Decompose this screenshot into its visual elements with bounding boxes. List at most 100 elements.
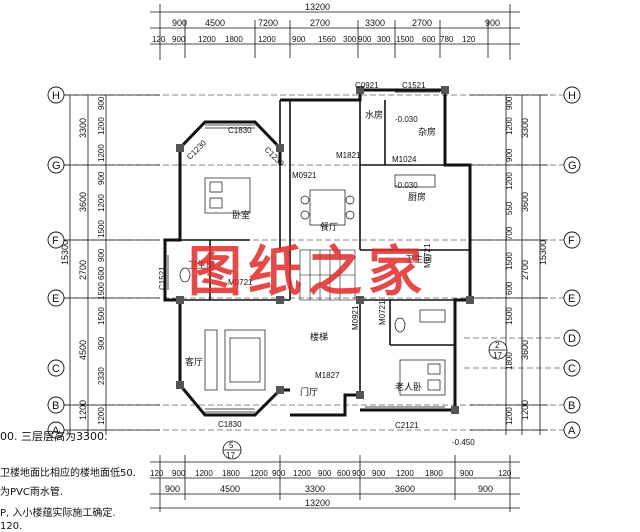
- label-m1827: M1827: [315, 371, 340, 380]
- section-mark-17b: 17: [226, 451, 235, 460]
- left-fine-2: 1200: [97, 117, 106, 135]
- left-dim-4: 4500: [78, 340, 88, 360]
- top-fine-11: 1500: [396, 35, 414, 44]
- section-marks: [222, 340, 508, 460]
- top-dim-5: 3300: [365, 18, 385, 28]
- right-dim-1: 3300: [520, 118, 530, 138]
- top-fine-14: 120: [462, 35, 476, 44]
- axis-bubbles-left: [47, 86, 65, 439]
- top-dim-4: 2700: [310, 18, 330, 28]
- stair: [299, 249, 356, 301]
- top-fine-6: 900: [292, 35, 306, 44]
- top-dim-6: 2700: [412, 18, 432, 28]
- room-water-label: 水房: [365, 109, 383, 121]
- bottom-fine-1: 120: [150, 469, 164, 478]
- left-dim-2: 3600: [78, 192, 88, 212]
- section-mark-17: 17: [493, 351, 502, 360]
- room-storage-label: 杂房: [418, 126, 436, 138]
- right-fine-7: 1500: [505, 252, 514, 270]
- label-level-3: -0.450: [452, 438, 475, 447]
- axis-label-a-left: A: [52, 425, 60, 437]
- bottom-fine-3: 1200: [195, 469, 213, 478]
- note-line-1: 00. 三层层高为3300.: [0, 430, 108, 443]
- label-c1521: C1521: [402, 81, 426, 90]
- bottom-dim-3: 3300: [305, 484, 325, 494]
- axis-label-h-right: H: [568, 90, 576, 102]
- bottom-dim-5: 900: [478, 484, 493, 494]
- label-m1024: M1024: [392, 155, 417, 164]
- right-fine-9: 1500: [505, 307, 514, 325]
- left-fine-1: 900: [97, 96, 106, 110]
- axis-label-e-left: E: [52, 293, 59, 305]
- right-fine-10: 1800: [505, 352, 514, 370]
- note-line-3: 为PVC雨水管.: [0, 487, 64, 498]
- left-dimension-lines: [62, 94, 160, 435]
- section-mark-2: 2: [495, 341, 500, 350]
- left-dim-5: 1200: [78, 400, 88, 420]
- left-fine-11: 900: [97, 336, 106, 350]
- label-m0921: M0921: [292, 171, 317, 180]
- right-fine-2: 1200: [505, 117, 514, 135]
- label-c1830-top: C1830: [228, 126, 252, 135]
- bottom-fine-9: 600: [337, 469, 351, 478]
- left-fine-10: 1500: [97, 307, 106, 325]
- top-fine-8: 300: [343, 35, 357, 44]
- right-overall-dim: 15300: [538, 240, 548, 265]
- top-dim-7: 900: [485, 18, 500, 28]
- bottom-fine-4: 1800: [222, 469, 240, 478]
- right-fine-5: 550: [505, 201, 514, 215]
- axis-label-c-right: C: [568, 363, 576, 375]
- note-line-5: 120.: [0, 521, 23, 532]
- label-m1821: M1821: [336, 151, 361, 160]
- axis-label-f-right: F: [568, 235, 575, 247]
- axis-label-b-left: B: [52, 400, 59, 412]
- label-level-2: -0.030: [395, 181, 418, 190]
- bottom-dim-4: 3600: [395, 484, 415, 494]
- bottom-fine-6: 900: [272, 469, 286, 478]
- interior-walls: [180, 100, 470, 395]
- right-fine-8: 600: [505, 281, 514, 295]
- top-dimension-lines: [150, 4, 520, 60]
- top-fine-3: 1200: [198, 35, 216, 44]
- label-m0721: M0721: [228, 278, 253, 287]
- label-c2121: C2121: [395, 421, 419, 430]
- bottom-fine-14: 900: [460, 469, 474, 478]
- notes-block: 00. 三层层高为3300. 卫楼地面比相应的楼地面低50. 为PVC雨水管. …: [0, 428, 150, 532]
- top-dim-1: 900: [172, 18, 187, 28]
- top-dim-2: 4500: [205, 18, 225, 28]
- right-fine-6: 700: [505, 226, 514, 240]
- left-dim-3: 2700: [78, 260, 88, 280]
- bottom-dim-2: 4500: [220, 484, 240, 494]
- top-overall-dim: 13200: [305, 2, 330, 12]
- label-m0721-b: M0721: [378, 300, 387, 325]
- bottom-dimension-lines: [150, 455, 520, 512]
- right-dim-3: 2700: [520, 260, 530, 280]
- label-c1230-a: C1230: [185, 138, 208, 161]
- right-dim-4: 3600: [520, 340, 530, 360]
- label-c1830-bottom: C1830: [218, 420, 242, 429]
- bottom-fine-13: 1800: [425, 469, 443, 478]
- furniture: [179, 174, 446, 396]
- bottom-dim-1: 900: [165, 484, 180, 494]
- right-dim-5: 1200: [520, 400, 530, 420]
- right-fine-1: 900: [505, 96, 514, 110]
- top-fine-1: 120: [152, 35, 166, 44]
- bottom-fine-2: 900: [172, 469, 186, 478]
- section-mark-5: 5: [229, 441, 234, 450]
- room-elder-label: 老人卧: [395, 381, 422, 393]
- room-bath-left-label: 卫生间: [188, 259, 215, 271]
- right-fine-3: 900: [505, 148, 514, 162]
- note-line-2: 卫楼地面比相应的楼地面低50.: [0, 468, 136, 479]
- left-fine-7: 900: [97, 248, 106, 262]
- bottom-fine-11: 900: [372, 469, 386, 478]
- axis-label-b-right: B: [568, 400, 575, 412]
- axis-label-g-left: G: [52, 160, 61, 172]
- top-fine-12: 600: [422, 35, 436, 44]
- bottom-fine-8: 900: [318, 469, 332, 478]
- label-c1521-left: C1521: [158, 266, 167, 290]
- right-fine-11: 1200: [505, 407, 514, 425]
- room-kitchen-label: 厨房: [408, 191, 426, 203]
- room-bedroom-label: 卧室: [232, 209, 250, 221]
- axis-label-h-left: H: [52, 90, 60, 102]
- top-fine-2: 900: [172, 35, 186, 44]
